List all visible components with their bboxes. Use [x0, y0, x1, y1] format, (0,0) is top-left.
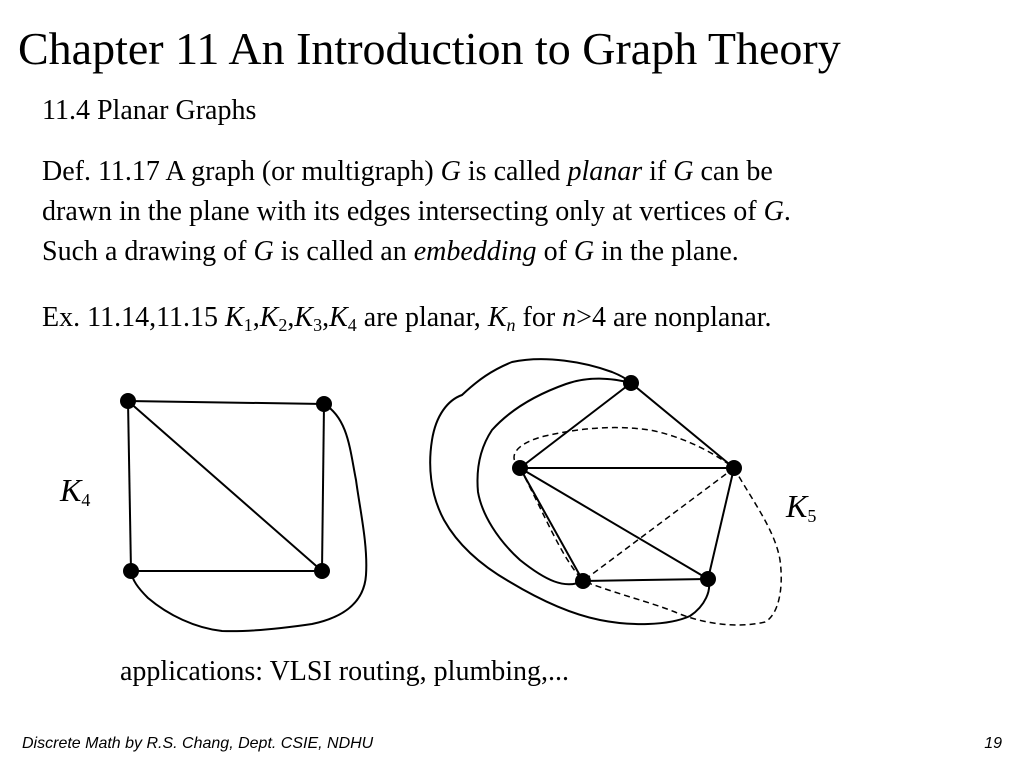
k4-edge: [127, 400, 323, 572]
definition-line-2: drawn in the plane with its edges inters…: [42, 192, 1002, 232]
k4-vertex: [314, 563, 330, 579]
term-planar: planar: [567, 156, 643, 187]
k5-edge: [707, 467, 735, 580]
definition-label: Def. 11.17: [42, 156, 160, 187]
k4-edge: [321, 403, 325, 572]
definition-text-part: .: [783, 196, 791, 227]
k4-label: K4: [60, 472, 91, 510]
definition-line-1: Def. 11.17 A graph (or multigraph) G is …: [42, 152, 1002, 192]
k5-edge: [519, 467, 709, 580]
k5-curved-edge-inner: [476, 377, 632, 586]
k-symbol: K: [225, 302, 244, 333]
k-subscript: 4: [347, 315, 357, 335]
comma: ,: [252, 302, 260, 333]
k4-outer-edge: [130, 403, 368, 633]
definition-text-part: drawn in the plane with its edges inters…: [42, 196, 764, 227]
example-text: Ex. 11.14,11.15 K1,K2,K3,K4 are planar, …: [42, 298, 772, 338]
applications-text: applications: VLSI routing, plumbing,...: [120, 656, 570, 687]
k5-dashed-edge: [582, 467, 735, 582]
k-subscript: 1: [243, 315, 253, 335]
kn-symbol: K: [487, 302, 507, 333]
k5-dashed-curve-right: [582, 467, 782, 626]
n-subscript: n: [506, 315, 516, 335]
k-subscript: 3: [313, 315, 323, 335]
definition-text-part: of: [536, 236, 574, 267]
k5-edge: [582, 578, 709, 582]
k5-dashed-edges: [513, 426, 782, 626]
k5-curved-edge-outer: [429, 358, 710, 626]
k5-edge: [519, 467, 584, 582]
example-text-part: for: [515, 302, 563, 333]
page-number: 19: [984, 735, 1002, 752]
definition-line-3: Such a drawing of G is called an embeddi…: [42, 232, 1002, 272]
k4-graph: [127, 400, 368, 633]
example-text-part: >4 are nonplanar.: [576, 302, 772, 333]
definition-text-part: in the plane.: [594, 236, 739, 267]
graph-variable: G: [673, 156, 694, 187]
k5-edge: [519, 382, 632, 469]
term-embedding: embedding: [413, 236, 537, 267]
k5-dashed-curve-left: [519, 467, 584, 582]
footer-credit: Discrete Math by R.S. Chang, Dept. CSIE,…: [22, 735, 374, 752]
k5-vertex: [575, 573, 591, 589]
graph-variable: G: [440, 156, 461, 187]
k-symbol: K: [329, 302, 348, 333]
k4-vertices: [120, 393, 332, 579]
example-label: Ex. 11.14,11.15: [42, 302, 226, 333]
k4-label-sub: 4: [81, 490, 91, 510]
definition-text-part: is called: [460, 156, 568, 187]
k-symbol: K: [259, 302, 279, 333]
slide-title: Chapter 11 An Introduction to Graph Theo…: [18, 23, 841, 74]
k5-vertex: [623, 375, 639, 391]
definition-text-part: is called an: [273, 236, 414, 267]
comma: ,: [322, 302, 330, 333]
k5-label: K5: [786, 488, 817, 526]
k4-vertex: [120, 393, 136, 409]
k5-dashed-curve-top: [513, 426, 735, 469]
k5-label-k: K: [786, 488, 808, 524]
n-variable: n: [562, 302, 577, 333]
section-heading: 11.4 Planar Graphs: [42, 95, 257, 126]
graph-variable: G: [763, 196, 784, 227]
k5-vertex: [512, 460, 528, 476]
k4-edge: [127, 400, 132, 572]
k5-vertices: [512, 375, 742, 589]
example-text-part: are planar,: [356, 302, 488, 333]
k5-label-sub: 5: [807, 506, 817, 526]
k4-label-k: K: [60, 472, 82, 508]
k-symbol: K: [294, 302, 314, 333]
k5-vertex: [726, 460, 742, 476]
definition-text-part: A graph (or multigraph): [159, 156, 441, 187]
definition-text-part: Such a drawing of: [42, 236, 254, 267]
k4-vertex: [123, 563, 139, 579]
k4-edge: [127, 400, 325, 405]
definition-text-part: can be: [693, 156, 773, 187]
definition-text-part: if: [642, 156, 674, 187]
k4-vertex: [316, 396, 332, 412]
graph-variable: G: [253, 236, 274, 267]
comma: ,: [287, 302, 295, 333]
k-subscript: 2: [278, 315, 288, 335]
k5-vertex: [700, 571, 716, 587]
k5-edge: [630, 382, 735, 469]
graph-variable: G: [573, 236, 595, 267]
definition-text: Def. 11.17 A graph (or multigraph) G is …: [42, 152, 1002, 272]
